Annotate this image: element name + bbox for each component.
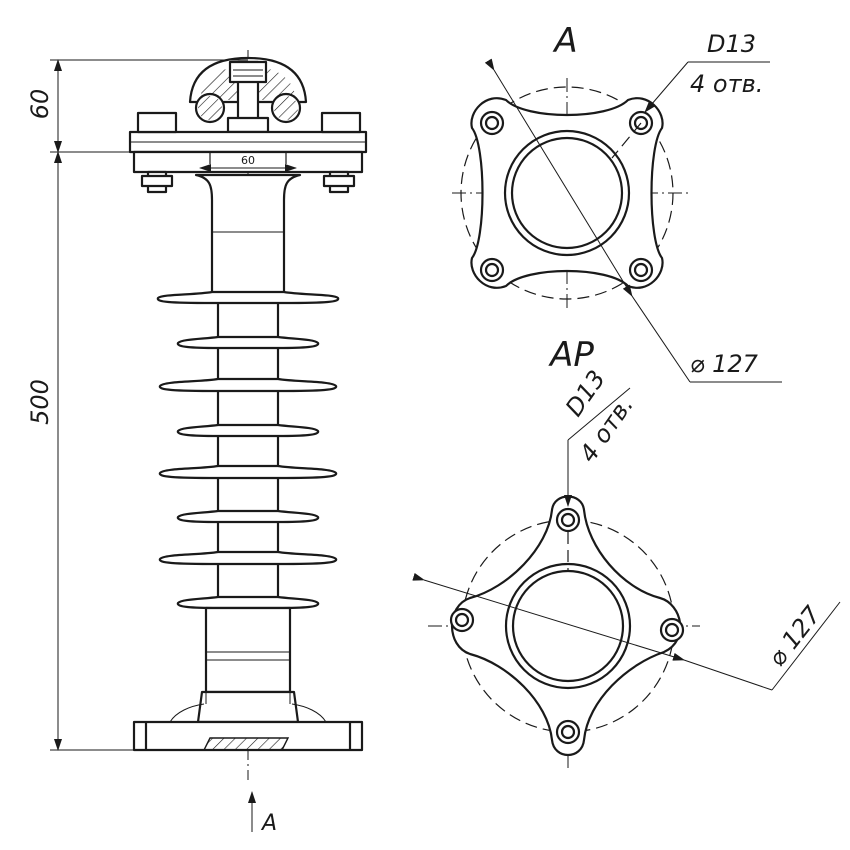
total-height-label: 500 bbox=[26, 379, 54, 425]
insulator-sheds bbox=[156, 290, 340, 610]
shed-6 bbox=[176, 509, 320, 524]
flange-width-dimension: 60 bbox=[199, 154, 297, 172]
shed-5 bbox=[158, 464, 338, 480]
view-a-title: A bbox=[552, 21, 577, 61]
shed-3 bbox=[158, 377, 338, 393]
view-ap-title: AP bbox=[548, 335, 594, 375]
top-flange-plate bbox=[128, 111, 368, 194]
view-a: A ⌀ 127 D13 4 отв. bbox=[452, 21, 782, 383]
top-height-label: 60 bbox=[26, 89, 54, 120]
view-a-hole-label: D13 bbox=[707, 30, 756, 58]
top-clamp bbox=[188, 56, 308, 144]
height-dimensions: 60 500 bbox=[26, 59, 248, 751]
shed-2 bbox=[176, 335, 320, 350]
view-arrow-label: A bbox=[260, 811, 277, 836]
shed-1 bbox=[156, 290, 340, 305]
insulator-base bbox=[132, 606, 364, 752]
view-a-diameter-label: ⌀ 127 bbox=[690, 350, 759, 378]
view-a-bolt-circle bbox=[460, 86, 674, 300]
flange-width-label: 60 bbox=[241, 154, 255, 167]
shed-4 bbox=[176, 423, 320, 438]
shed-8 bbox=[176, 595, 320, 610]
front-view: 60 bbox=[26, 50, 368, 836]
view-ap: AP ⌀ 127 D13 4 отв. bbox=[412, 335, 841, 770]
view-a-hole-count: 4 отв. bbox=[690, 70, 763, 98]
shed-7 bbox=[158, 550, 338, 566]
view-arrow-a: A bbox=[248, 791, 277, 836]
